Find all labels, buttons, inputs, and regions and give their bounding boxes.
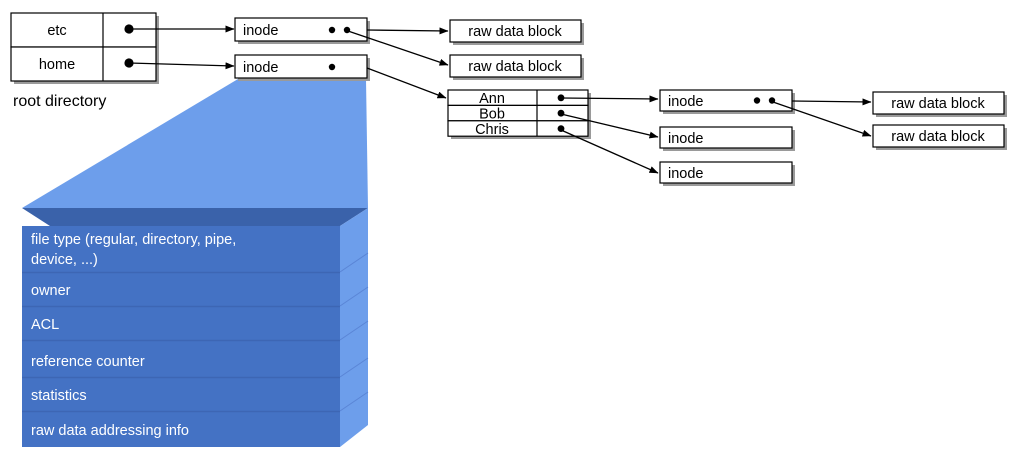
- stack-top-face: [22, 208, 368, 226]
- inode-home-pointer-dot-1[interactable]: [328, 63, 336, 71]
- arrow-chris-to-inode: [560, 129, 659, 174]
- stack-row-1-line1: owner: [31, 283, 71, 299]
- inode-ann-label: inode: [668, 94, 703, 110]
- inode-home[interactable]: inode: [234, 54, 370, 81]
- stack-row-1[interactable]: [22, 273, 340, 306]
- home-row-0-name: Ann: [479, 91, 505, 107]
- stack-row-0[interactable]: [22, 226, 340, 272]
- home-row-2-name: Chris: [475, 122, 509, 138]
- home-row-1-name: Bob: [479, 106, 505, 122]
- inode-etc[interactable]: inode: [234, 17, 370, 44]
- arrow-inode-home-to-home-dir: [366, 67, 447, 99]
- stack-row-2[interactable]: [22, 307, 340, 340]
- stack-row-0-line1: file type (regular, directory, pipe,: [31, 232, 236, 248]
- stack-row-3[interactable]: [22, 341, 340, 377]
- inode-ann[interactable]: inode: [659, 89, 795, 114]
- stack-row-5[interactable]: [22, 412, 340, 447]
- root-row-1-name: home: [39, 57, 75, 73]
- arrow-home-to-inode: [128, 62, 235, 70]
- stack-row-0-line2: device, ...): [31, 252, 98, 268]
- arrow-inode-etc-to-raw-1: [366, 27, 449, 35]
- home-row-1-pointer-dot[interactable]: [557, 109, 565, 117]
- inode-etc-pointer-dot-1[interactable]: [328, 26, 336, 34]
- root-directory-label: root directory: [13, 93, 106, 110]
- arrow-inode-ann-to-raw-2: [772, 101, 872, 137]
- root-row-0-name: etc: [47, 23, 66, 39]
- arrow-inode-etc-to-raw-2: [347, 30, 449, 66]
- stack-row-4[interactable]: [22, 378, 340, 411]
- raw-block-etc-2[interactable]: raw data block: [449, 54, 584, 80]
- stack-row-3-line1: reference counter: [31, 354, 145, 370]
- stack-row-5-line1: raw data addressing info: [31, 423, 189, 439]
- stack-side-face: [340, 208, 368, 447]
- stack-row-2-line1: ACL: [31, 317, 59, 333]
- inode-home-label: inode: [243, 60, 278, 76]
- arrow-ann-to-inode: [560, 95, 659, 103]
- inode-etc-label: inode: [243, 23, 278, 39]
- inode-chris[interactable]: inode: [659, 161, 795, 186]
- inode-bob-label: inode: [668, 131, 703, 147]
- home-directory-table[interactable]: Ann Bob Chris: [447, 89, 591, 139]
- inode-bob[interactable]: inode: [659, 126, 795, 151]
- raw-block-ann-1-label: raw data block: [891, 96, 985, 112]
- zoom-cone: [22, 79, 368, 208]
- arrow-inode-ann-to-raw-1: [791, 98, 872, 106]
- connector-arrows: [128, 25, 872, 174]
- stack-row-4-line1: statistics: [31, 388, 87, 404]
- raw-block-ann-2[interactable]: raw data block: [872, 124, 1007, 150]
- inode-etc-pointer-dot-2[interactable]: [343, 26, 351, 34]
- raw-block-etc-2-label: raw data block: [468, 59, 562, 75]
- inode-ann-pointer-dot-1[interactable]: [753, 97, 761, 104]
- raw-block-etc-1-label: raw data block: [468, 24, 562, 40]
- raw-block-ann-1[interactable]: raw data block: [872, 91, 1007, 117]
- home-row-0-pointer-dot[interactable]: [557, 94, 565, 102]
- root-directory-table[interactable]: etc home: [10, 12, 159, 84]
- inode-chris-label: inode: [668, 166, 703, 182]
- arrow-bob-to-inode: [560, 113, 659, 139]
- inode-structure-stack[interactable]: file type (regular, directory, pipe, dev…: [22, 208, 369, 447]
- raw-block-etc-1[interactable]: raw data block: [449, 19, 584, 45]
- raw-block-ann-2-label: raw data block: [891, 129, 985, 145]
